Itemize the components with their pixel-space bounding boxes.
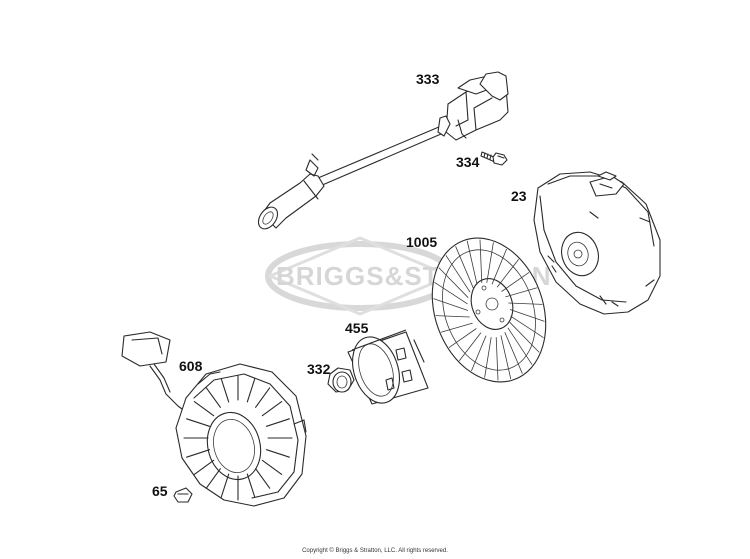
starter-cup-part[interactable] [345, 329, 429, 409]
label-333: 333 [416, 71, 440, 87]
copyright-footer: Copyright © Briggs & Stratton, LLC. All … [302, 548, 448, 554]
fan-blades [433, 239, 545, 381]
flywheel-nut-part[interactable] [327, 367, 355, 393]
label-608: 608 [179, 358, 203, 374]
screw-334-part[interactable] [480, 151, 508, 166]
flywheel-part[interactable] [533, 171, 661, 315]
starter-ribs [183, 375, 293, 501]
label-334: 334 [456, 154, 480, 170]
label-1005: 1005 [406, 234, 437, 250]
screw-65-part[interactable] [173, 487, 193, 503]
label-23: 23 [511, 188, 527, 204]
fan-part[interactable] [413, 222, 565, 398]
rewind-starter-part[interactable] [121, 331, 307, 507]
label-65: 65 [152, 483, 168, 499]
label-455: 455 [345, 320, 369, 336]
armature-coil-part[interactable] [255, 71, 509, 232]
label-332: 332 [307, 361, 331, 377]
